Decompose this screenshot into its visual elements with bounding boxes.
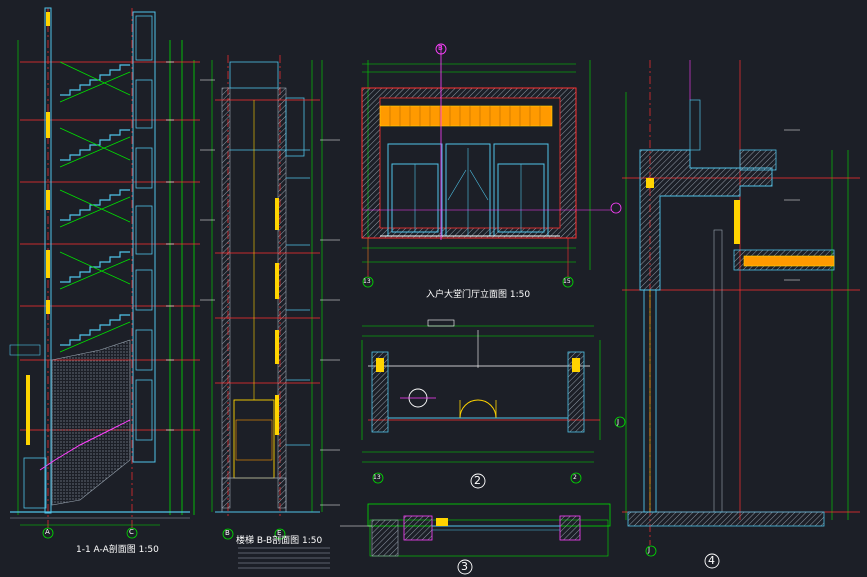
axis-label-j-right: J xyxy=(617,418,620,426)
title-section-bb: 楼梯 B-B剖面图 1:50 xyxy=(236,536,323,546)
axis-label-b: B xyxy=(225,529,230,537)
axis-label-15: 15 xyxy=(563,278,571,285)
wall-section-drawing xyxy=(622,60,860,569)
entrance-elevation-drawing xyxy=(361,43,622,288)
detail-marker-wall-section: 4 xyxy=(708,554,715,567)
axis-label-13-bottom: 13 xyxy=(373,474,381,481)
entrance-plan-drawing xyxy=(361,319,626,489)
axis-label-j-bottom: J xyxy=(648,546,651,554)
annotation-marks xyxy=(200,79,800,506)
axis-label-e: E xyxy=(277,529,282,537)
title-entrance-elevation: 入户大堂门厅立面图 1:50 xyxy=(426,290,531,300)
elevation-tag: B xyxy=(438,44,443,52)
threshold-detail-drawing xyxy=(340,503,611,575)
axis-label-13-top: 13 xyxy=(363,278,371,285)
section-bb-drawing xyxy=(211,55,330,569)
detail-marker-threshold: 3 xyxy=(461,560,468,573)
axis-label-c: C xyxy=(129,528,134,536)
section-aa-drawing xyxy=(9,7,200,539)
axis-label-2-bottom: 2 xyxy=(573,474,577,481)
detail-marker-plan: 2 xyxy=(474,474,481,487)
axis-label-a: A xyxy=(45,528,50,536)
title-section-aa: 1-1 A-A剖面图 1:50 xyxy=(76,545,159,555)
